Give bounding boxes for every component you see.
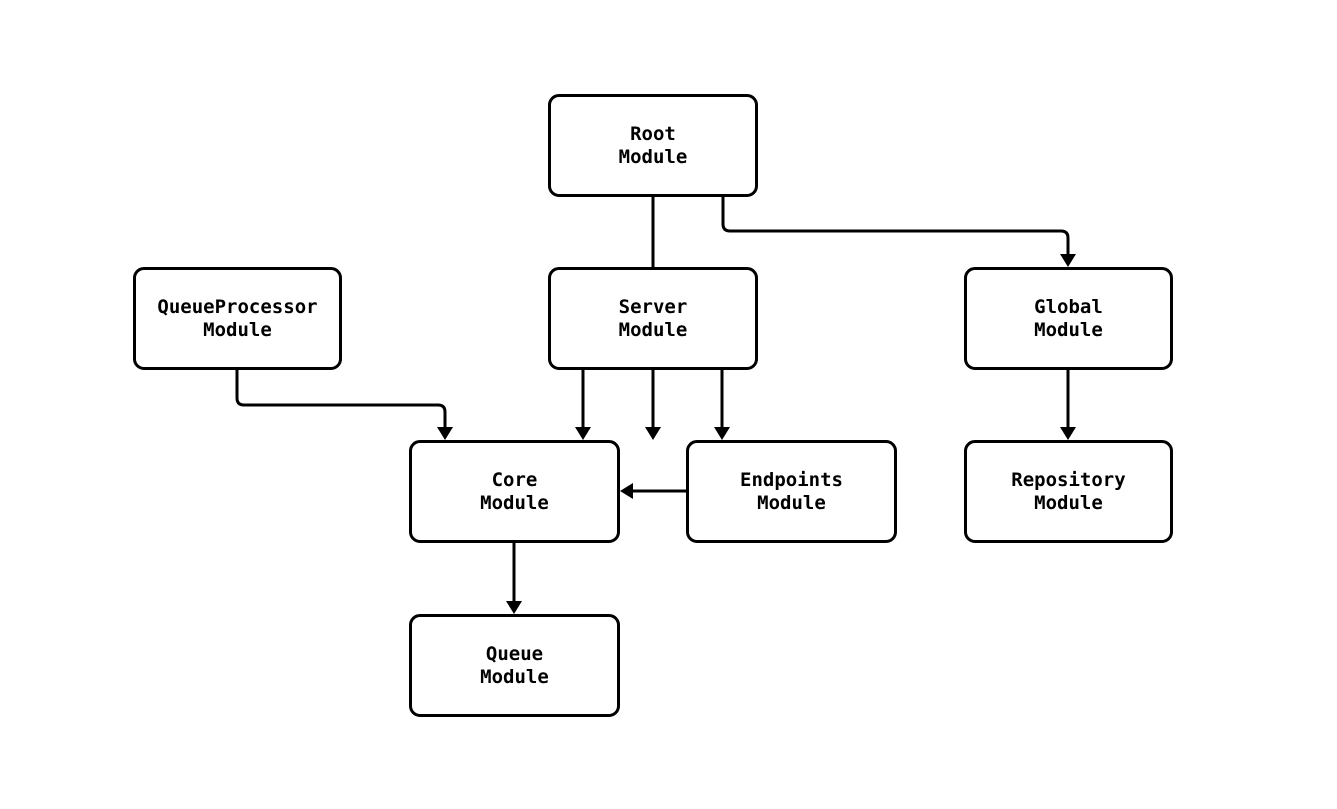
node-label-primary: Global [1034, 295, 1103, 318]
edge-endpoints-to-core [620, 483, 686, 499]
node-label-primary: Server [618, 295, 688, 318]
node-label-primary: QueueProcessor [157, 295, 318, 318]
node-label-secondary: Module [480, 665, 549, 688]
edge-core-to-queue [506, 543, 522, 614]
node-label-secondary: Module [480, 491, 549, 514]
edge-global-to-repository [1060, 370, 1076, 440]
node-label-primary: Root [630, 122, 676, 145]
node-label-secondary: Module [618, 145, 688, 168]
edge-arrowhead [437, 427, 453, 440]
node-label-secondary: Module [757, 491, 826, 514]
node-label-secondary: Module [618, 318, 688, 341]
node-label-secondary: Module [203, 318, 272, 341]
node-label-primary: Queue [485, 642, 544, 665]
edge-line [721, 197, 1070, 254]
edge-line [235, 370, 447, 427]
edge-arrowhead [645, 427, 661, 440]
edge-queueprocessor-to-core [235, 370, 453, 440]
edge-server-to-core [575, 370, 591, 440]
edge-arrowhead [714, 427, 730, 440]
node-label-primary: Endpoints [740, 468, 843, 491]
node-label-secondary: Module [1034, 491, 1103, 514]
edge-server-to-endpoints [714, 370, 730, 440]
edge-arrowhead [506, 601, 522, 614]
node-label-primary: Repository [1011, 468, 1126, 491]
edge-root-to-global [721, 197, 1076, 267]
edge-arrowhead [575, 427, 591, 440]
edge-arrowhead [620, 483, 633, 499]
edge-arrowhead [1060, 254, 1076, 267]
node-label-secondary: Module [1034, 318, 1103, 341]
node-label-primary: Core [491, 468, 538, 491]
edge-arrowhead [1060, 427, 1076, 440]
